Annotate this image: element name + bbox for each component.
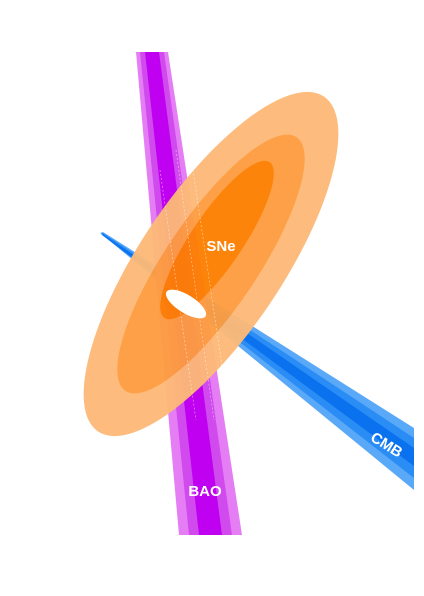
sne-label: SNe [206,238,235,255]
bao-overlap-guide-center [175,149,215,421]
sne-contours [83,91,339,437]
overlap-guides [159,149,231,421]
bao-label: BAO [188,483,222,500]
sne-contour-inner [160,160,274,320]
combined-contour [165,289,207,319]
bao-overlap-guide-right [189,149,231,421]
